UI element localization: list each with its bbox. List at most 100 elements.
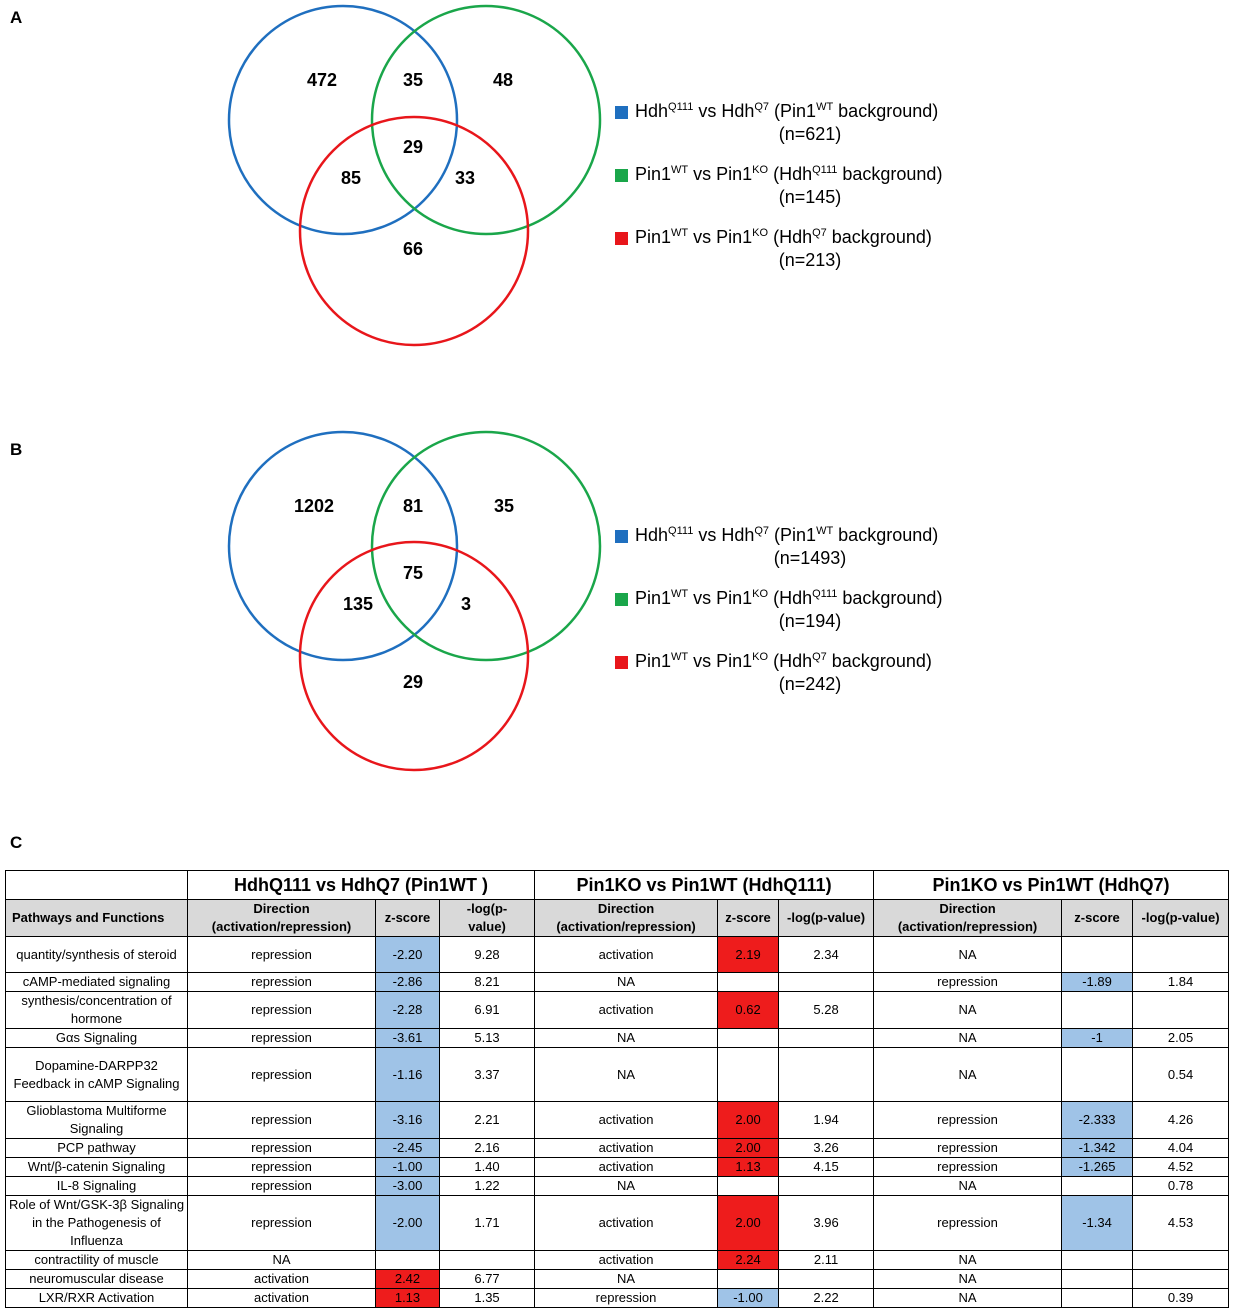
logp-cell: 2.05: [1132, 1028, 1230, 1048]
pathway-name-cell: quantity/synthesis of steroid: [5, 936, 188, 973]
zscore-cell: 1.13: [375, 1288, 440, 1308]
venn-b-green-red: 3: [461, 594, 471, 614]
legend-label: Pin1WT vs Pin1KO (HdhQ111 background): [635, 164, 943, 184]
venn-a-blue-red: 85: [341, 168, 361, 188]
logp-cell: 1.40: [438, 1157, 536, 1177]
logp-cell: 3.37: [438, 1047, 536, 1102]
zscore-cell: [1061, 1288, 1134, 1308]
pathway-name-cell: Role of Wnt/GSK-3β Signaling in the Path…: [5, 1195, 188, 1251]
zscore-cell: 2.00: [717, 1138, 780, 1158]
venn-a-all-three: 29: [403, 137, 423, 157]
zscore-cell: -3.16: [375, 1101, 440, 1139]
direction-cell: NA: [873, 1047, 1063, 1102]
direction-cell: NA: [534, 1047, 719, 1102]
zscore-cell: 2.00: [717, 1101, 780, 1139]
zscore-cell: [717, 1176, 780, 1196]
zscore-cell: -1.00: [375, 1157, 440, 1177]
zscore-cell: 2.00: [717, 1195, 780, 1251]
zscore-cell: [1061, 1176, 1134, 1196]
direction-cell: repression: [534, 1288, 719, 1308]
direction-cell: activation: [534, 1195, 719, 1251]
table-row: Role of Wnt/GSK-3β Signaling in the Path…: [5, 1195, 1230, 1251]
venn-diagram-b: 1202 81 35 75 135 3 29: [227, 430, 602, 772]
direction-cell: repression: [187, 991, 376, 1029]
group-header-3: Pin1KO vs Pin1WT (HdhQ7): [873, 870, 1230, 900]
logp-cell: 3.96: [778, 1195, 875, 1251]
logp-cell: 1.22: [438, 1176, 536, 1196]
logp-cell: 2.16: [438, 1138, 536, 1158]
zscore-cell: [717, 1047, 780, 1102]
direction-header: Direction (activation/repression): [873, 899, 1063, 937]
venn-a-green-red: 33: [455, 168, 475, 188]
direction-header: Direction (activation/repression): [187, 899, 376, 937]
legend-green-swatch: [615, 593, 628, 606]
logp-cell: 2.11: [778, 1250, 875, 1270]
zscore-cell: [375, 1250, 440, 1270]
zscore-cell: -2.28: [375, 991, 440, 1029]
zscore-cell: -2.45: [375, 1138, 440, 1158]
venn-b-all-three: 75: [403, 563, 423, 583]
logp-cell: 8.21: [438, 972, 536, 992]
direction-cell: repression: [187, 1101, 376, 1139]
direction-cell: NA: [187, 1250, 376, 1270]
direction-cell: activation: [534, 1101, 719, 1139]
pathway-name-cell: IL-8 Signaling: [5, 1176, 188, 1196]
logp-cell: [778, 1176, 875, 1196]
logp-cell: 1.35: [438, 1288, 536, 1308]
direction-cell: NA: [873, 936, 1063, 973]
zscore-cell: -1.00: [717, 1288, 780, 1308]
logp-cell: 9.28: [438, 936, 536, 973]
logp-cell: 5.28: [778, 991, 875, 1029]
panel-b-letter: B: [10, 440, 23, 459]
logp-header: -log(p-value): [778, 899, 875, 937]
venn-b-only-blue: 1202: [294, 496, 334, 516]
zscore-cell: [1061, 1250, 1134, 1270]
logp-cell: [778, 972, 875, 992]
zscore-cell: 0.62: [717, 991, 780, 1029]
direction-cell: NA: [873, 991, 1063, 1029]
direction-cell: activation: [534, 936, 719, 973]
logp-cell: 1.94: [778, 1101, 875, 1139]
direction-cell: NA: [534, 1269, 719, 1289]
zscore-cell: [717, 1028, 780, 1048]
zscore-header: z-score: [375, 899, 440, 937]
pathway-name-cell: contractility of muscle: [5, 1250, 188, 1270]
legend-label: HdhQ111 vs HdhQ7 (Pin1WT background): [635, 525, 939, 545]
legend-count: (n=621): [778, 124, 842, 144]
venn-b-red-circle: [298, 540, 530, 772]
direction-cell: activation: [534, 991, 719, 1029]
logp-cell: 0.78: [1132, 1176, 1230, 1196]
direction-cell: NA: [873, 1028, 1063, 1048]
logp-cell: 2.34: [778, 936, 875, 973]
zscore-cell: [717, 972, 780, 992]
logp-cell: [1132, 1250, 1230, 1270]
venn-a-red-circle: [298, 115, 530, 347]
pathway-name-cell: Glioblastoma Multiforme Signaling: [5, 1101, 188, 1139]
logp-cell: [778, 1047, 875, 1102]
venn-b-blue-circle: [227, 430, 459, 662]
logp-cell: 3.26: [778, 1138, 875, 1158]
legend-count: (n=213): [778, 250, 842, 270]
legend-count: (n=242): [778, 674, 842, 694]
zscore-header: z-score: [1061, 899, 1134, 937]
legend-red-swatch: [615, 656, 628, 669]
zscore-cell: [717, 1269, 780, 1289]
venn-diagram-a: 472 35 48 29 85 33 66: [227, 4, 602, 347]
legend-count: (n=1493): [773, 548, 847, 568]
group-header-1: HdhQ111 vs HdhQ7 (Pin1WT ): [186, 870, 536, 900]
legend-red-swatch: [615, 232, 628, 245]
zscore-cell: -1.265: [1061, 1157, 1134, 1177]
direction-cell: repression: [187, 1028, 376, 1048]
logp-cell: [438, 1250, 536, 1270]
zscore-cell: 1.13: [717, 1157, 780, 1177]
direction-cell: activation: [534, 1138, 719, 1158]
pathway-name-cell: LXR/RXR Activation: [5, 1288, 188, 1308]
pathway-name-cell: Gαs Signaling: [5, 1028, 188, 1048]
direction-cell: repression: [187, 1157, 376, 1177]
zscore-cell: [1061, 936, 1134, 973]
direction-cell: repression: [187, 1195, 376, 1251]
